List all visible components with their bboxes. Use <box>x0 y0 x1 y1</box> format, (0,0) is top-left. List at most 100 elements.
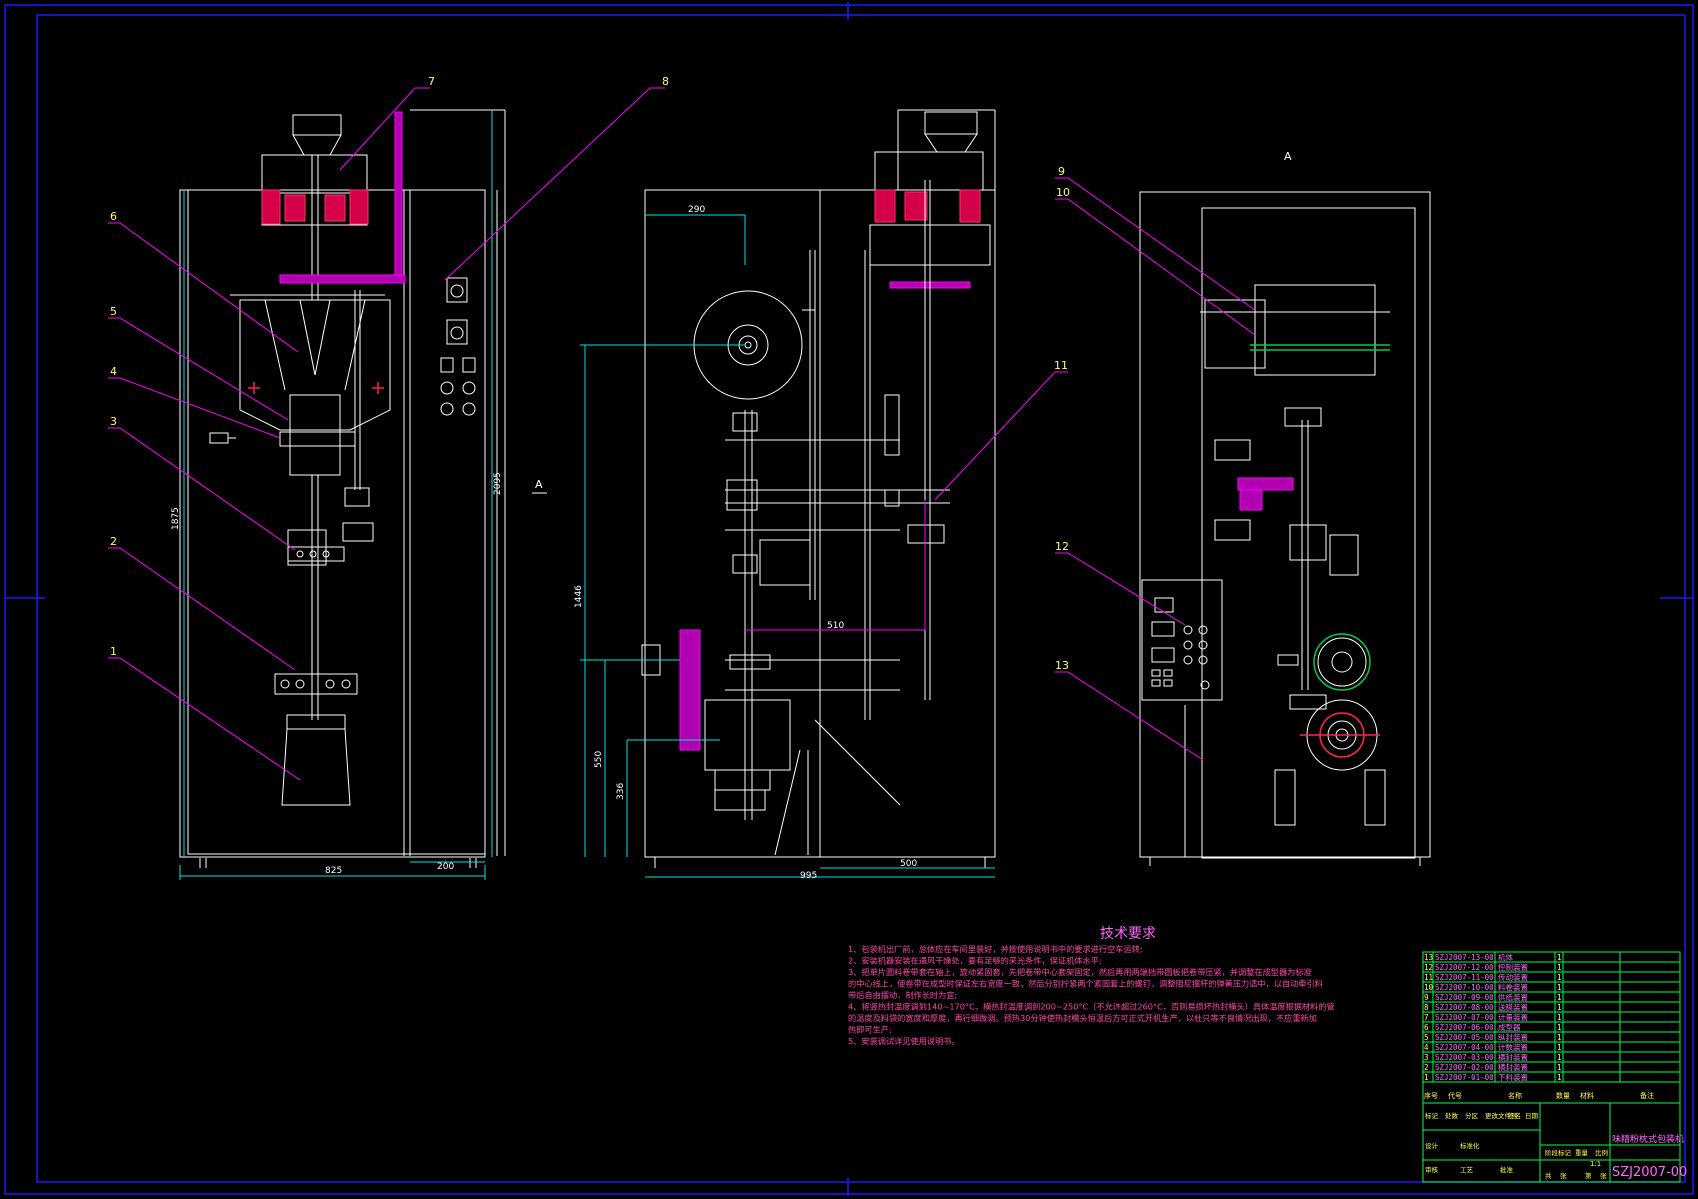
parts-row-name: 传动装置 <box>1498 972 1528 982</box>
callout-2: 2 <box>110 535 117 548</box>
tech-req-lines: 1、包装机出厂前，总体应在车间里装好，并按使用说明书中的要求进行空车运转; 2、安… <box>848 944 1335 1046</box>
callout-3: 3 <box>110 415 117 428</box>
parts-row-no: 1 <box>1424 1073 1429 1082</box>
title-block-label: 更改文件号 <box>1485 1111 1518 1120</box>
parts-row-no: 6 <box>1424 1023 1429 1032</box>
view-a-mechanism <box>1214 407 1386 826</box>
view-a <box>1139 191 1431 866</box>
callout-8: 8 <box>662 75 669 88</box>
view-a-red <box>1300 712 1380 758</box>
view-a-belt <box>1313 633 1371 691</box>
parts-row-qty: 1 <box>1557 1003 1562 1012</box>
dim-front-height-right: 2095 <box>493 472 503 495</box>
title-block-label: 审核 <box>1425 1165 1439 1174</box>
side-dimensions <box>580 214 995 878</box>
parts-row-name: 计数装置 <box>1498 1042 1528 1052</box>
title-block-label: 标记 <box>1425 1111 1439 1120</box>
parts-row-qty: 1 <box>1557 1063 1562 1072</box>
front-dimensions <box>179 110 493 880</box>
side-chute <box>774 719 901 856</box>
parts-header-qty: 数量 <box>1556 1091 1570 1100</box>
callout-numbers: 1 2 3 4 5 6 7 8 9 10 11 12 13 <box>110 75 1070 672</box>
parts-row-name: 成型器 <box>1498 1022 1521 1032</box>
parts-row-no: 3 <box>1424 1053 1429 1062</box>
parts-row-name: 供纸装置 <box>1498 992 1528 1002</box>
side-metering-red <box>874 189 981 223</box>
front-former <box>230 294 391 720</box>
parts-row-name: 横封装置 <box>1498 1062 1528 1072</box>
parts-row-qty: 1 <box>1557 1033 1562 1042</box>
dim-side-height: 1446 <box>574 585 584 608</box>
view-a-roll-shaft <box>1250 344 1390 351</box>
callout-12: 12 <box>1055 540 1069 553</box>
view-a-magenta-parts <box>1237 477 1294 511</box>
drawing-number: SZJ2007-00 <box>1612 1165 1687 1180</box>
side-shafts <box>725 180 950 820</box>
parts-row-code: SZJ2007-02-00 <box>1435 1063 1494 1072</box>
view-markers: A A <box>532 150 1292 494</box>
parts-row-qty: 1 <box>1557 953 1562 962</box>
dim-side-offset: 290 <box>688 205 705 215</box>
front-view <box>179 109 506 880</box>
tech-req-title: 技术要求 <box>1100 926 1156 942</box>
dim-side-low: 550 <box>594 751 604 768</box>
front-control-panel <box>440 277 476 416</box>
parts-row-qty: 1 <box>1557 1073 1562 1082</box>
parts-row-no: 13 <box>1424 953 1433 962</box>
parts-row-no: 5 <box>1424 1033 1429 1042</box>
parts-row-code: SZJ2007-10-00 <box>1435 983 1494 992</box>
side-gear-blocks <box>726 394 945 670</box>
parts-row-code: SZJ2007-03-00 <box>1435 1053 1494 1062</box>
callout-5: 5 <box>110 305 117 318</box>
parts-row-name: 计量装置 <box>1498 1012 1528 1022</box>
parts-row-qty: 1 <box>1557 1013 1562 1022</box>
parts-row-code: SZJ2007-05-00 <box>1435 1033 1494 1042</box>
front-red-marks <box>248 382 384 394</box>
parts-row-name: 料卷装置 <box>1498 982 1528 992</box>
parts-header-remark: 备注 <box>1640 1091 1654 1100</box>
parts-header-no: 序号 <box>1424 1091 1438 1100</box>
front-counter <box>209 432 236 444</box>
callout-4: 4 <box>110 365 117 378</box>
tech-req-line: 2、安装机器安装在通风干燥处，要有足够的采光条件，保证机体水平; <box>848 956 1102 966</box>
title-block-label: 张 <box>1560 1171 1567 1180</box>
parts-row-qty: 1 <box>1557 973 1562 982</box>
parts-row-name: 下料装置 <box>1498 1072 1528 1082</box>
parts-header-name: 名称 <box>1508 1091 1522 1100</box>
technical-requirements: 技术要求 1、包装机出厂前，总体应在车间里装好，并按使用说明书中的要求进行空车运… <box>848 926 1335 1046</box>
dim-front-width: 825 <box>325 866 342 876</box>
tech-req-line: 带后自由摆动，制作长时为宜; <box>848 990 957 1000</box>
side-motor <box>641 644 791 811</box>
parts-row-no: 12 <box>1424 963 1433 972</box>
parts-row-name: 纵封装置 <box>1498 1032 1528 1042</box>
title-block-label: 标准化 <box>1460 1141 1480 1150</box>
title-block-label: 签名 <box>1508 1111 1521 1120</box>
view-a-cabinet <box>1139 191 1431 866</box>
parts-row-no: 11 <box>1424 973 1433 982</box>
front-cabinet <box>179 109 506 868</box>
title-block-label: 比例 <box>1595 1148 1608 1157</box>
dim-side-right-width: 500 <box>900 859 917 869</box>
parts-row-code: SZJ2007-01-00 <box>1435 1073 1494 1082</box>
title-block-label: 设计 <box>1425 1141 1439 1150</box>
tech-req-line: 3、把单片圆料卷带套在轴上，旋动紧固套，先把卷带中心套架固定，然后再用两端挡带圆… <box>848 967 1312 977</box>
callout-13: 13 <box>1055 659 1069 672</box>
parts-row-name: 机体 <box>1498 952 1514 962</box>
parts-row-code: SZJ2007-04-00 <box>1435 1043 1494 1052</box>
callout-11: 11 <box>1054 359 1068 372</box>
scale-value: 1:1 <box>1590 1160 1601 1168</box>
tech-req-line: 1、包装机出厂前，总体应在车间里装好，并按使用说明书中的要求进行空车运转; <box>848 944 1143 954</box>
side-view <box>580 109 996 878</box>
title-block-label: 重量 <box>1575 1149 1589 1157</box>
parts-row-no: 10 <box>1424 983 1434 992</box>
parts-row-code: SZJ2007-11-00 <box>1435 973 1494 982</box>
title-block: 味精粉枕式包装机 SZJ2007-00 1:1 <box>1590 1133 1687 1180</box>
tech-req-line: 的温度及料袋的宽度和厚度，再行细微调。预热30分钟使热封模头恒温后方可正式开机生… <box>848 1013 1317 1023</box>
parts-row-code: SZJ2007-07-00 <box>1435 1013 1494 1022</box>
dim-side-width: 995 <box>800 871 817 881</box>
parts-row-no: 8 <box>1424 1003 1429 1012</box>
callout-1: 1 <box>110 645 117 658</box>
tech-req-line: 4、将竖热封温度调到140~170°C，横热封温度调到200~250°C（不允许… <box>848 1002 1335 1012</box>
